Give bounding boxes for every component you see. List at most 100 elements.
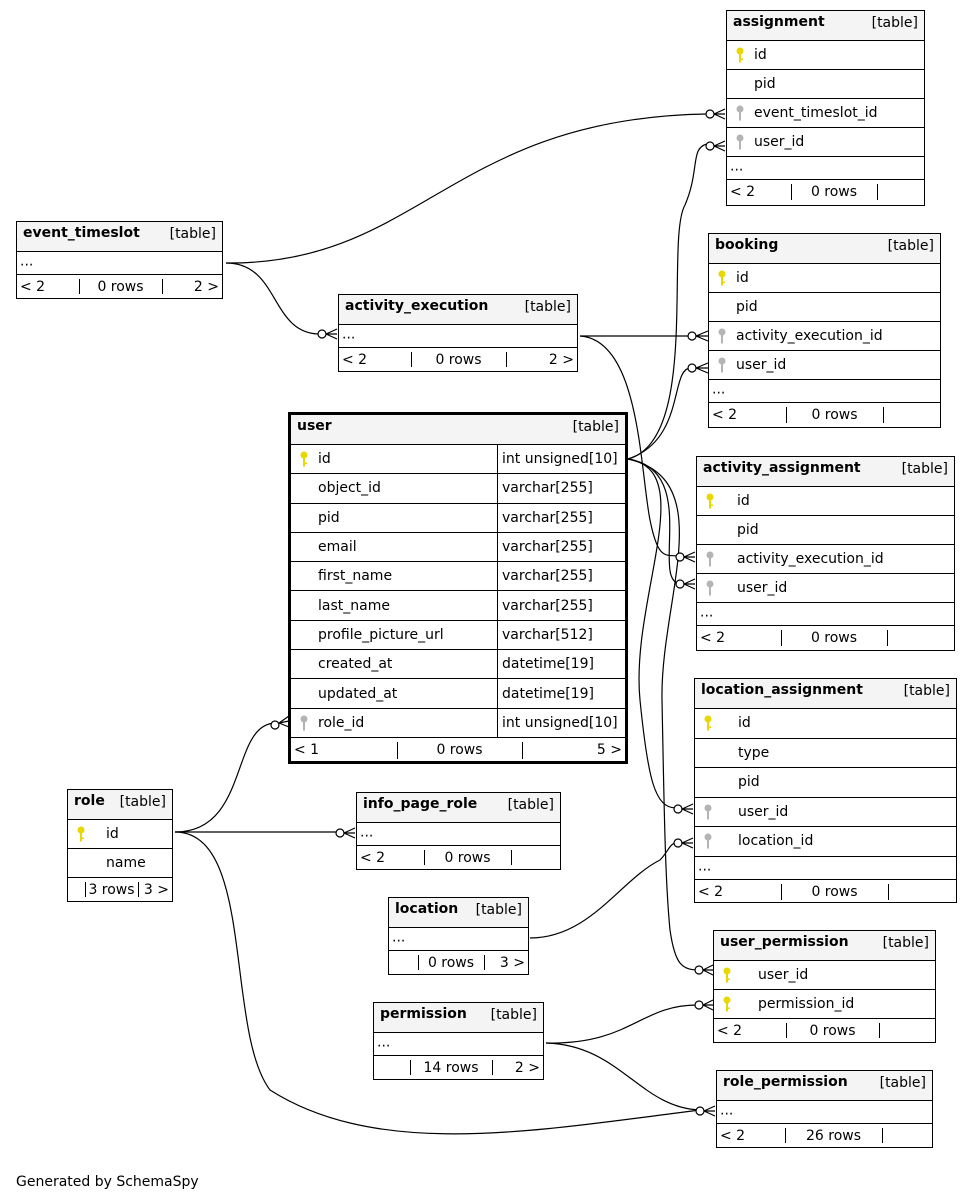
column-row[interactable]: user_id xyxy=(709,351,940,380)
table-activity-assignment[interactable]: activity_assignment [table] id pid activ… xyxy=(696,456,955,651)
table-name: role xyxy=(74,793,105,809)
more-columns-row[interactable]: ... xyxy=(717,1101,932,1124)
column-row[interactable]: email varchar[255] xyxy=(291,532,625,563)
column-row[interactable]: id xyxy=(709,264,940,293)
next-link[interactable] xyxy=(888,880,956,904)
crow-foot-lines xyxy=(325,328,338,340)
next-link[interactable] xyxy=(511,846,560,869)
prev-link[interactable] xyxy=(374,1056,413,1079)
table-name: activity_execution xyxy=(345,298,489,314)
table-type-label: [table] xyxy=(490,1007,537,1023)
column-row[interactable]: activity_execution_id xyxy=(697,545,954,574)
prev-link[interactable]: < 2 xyxy=(20,278,46,295)
next-link[interactable]: 2 > xyxy=(514,1059,540,1076)
table-type-label: [table] xyxy=(507,797,554,813)
next-link[interactable]: 2 > xyxy=(548,351,574,368)
table-type-label: [table] xyxy=(903,683,950,699)
next-link[interactable] xyxy=(879,1019,935,1042)
crow-foot-lines xyxy=(702,964,714,976)
ellipsis: ... xyxy=(342,326,356,343)
edge-user-assignment xyxy=(627,143,708,460)
next-link[interactable] xyxy=(883,403,940,427)
column-row[interactable]: type xyxy=(695,739,956,768)
edge-permission-user-permission xyxy=(545,1004,698,1044)
prev-link[interactable]: < 2 xyxy=(730,184,756,200)
column-row[interactable]: pid xyxy=(727,70,924,99)
column-row[interactable]: role_id int unsigned[10] xyxy=(291,708,625,738)
table-role-permission[interactable]: role_permission [table] ... < 2 26 rows xyxy=(716,1070,933,1148)
table-role[interactable]: role [table] id name 3 rows 3 > xyxy=(67,789,173,902)
table-type-label: [table] xyxy=(887,238,934,254)
next-link[interactable] xyxy=(882,1124,932,1147)
column-row[interactable]: location_id xyxy=(695,827,956,857)
table-user-permission[interactable]: user_permission [table] user_id permissi… xyxy=(713,930,936,1043)
table-permission[interactable]: permission [table] ... 14 rows 2 > xyxy=(373,1002,544,1080)
table-event-timeslot[interactable]: event_timeslot [table] ... < 2 0 rows 2 … xyxy=(16,221,223,299)
more-columns-row[interactable]: ... xyxy=(695,857,956,880)
table-info-page-role[interactable]: info_page_role [table] ... < 2 0 rows xyxy=(356,792,561,870)
next-link[interactable]: 3 > xyxy=(143,881,169,898)
more-columns-row[interactable]: ... xyxy=(17,252,222,275)
prev-link[interactable]: < 2 xyxy=(698,883,724,900)
table-assignment[interactable]: assignment [table] id pid event_timeslot… xyxy=(726,10,925,206)
primary-key-icon xyxy=(735,47,745,64)
column-row[interactable]: pid xyxy=(697,516,954,545)
next-link[interactable]: 3 > xyxy=(499,954,525,971)
table-type-label: [table] xyxy=(901,461,948,477)
crow-foot-circle xyxy=(694,965,704,975)
column-row[interactable]: pid xyxy=(695,768,956,798)
more-columns-row[interactable]: ... xyxy=(709,380,940,403)
column-row[interactable]: first_name varchar[255] xyxy=(291,562,625,592)
table-user[interactable]: user [table] id int unsigned[10] object_… xyxy=(288,412,628,764)
next-link[interactable] xyxy=(887,626,954,650)
column-row[interactable]: id xyxy=(68,820,172,849)
column-row[interactable]: user_id xyxy=(727,128,924,157)
table-location-assignment[interactable]: location_assignment [table] id type pid … xyxy=(694,678,957,903)
column-row[interactable]: id xyxy=(695,709,956,739)
column-row[interactable]: created_at datetime[19] xyxy=(291,650,625,680)
column-row[interactable]: last_name varchar[255] xyxy=(291,591,625,621)
crow-foot-circle xyxy=(270,720,280,730)
column-row[interactable]: pid xyxy=(709,293,940,322)
column-row[interactable]: user_id xyxy=(714,961,935,990)
prev-link[interactable]: < 2 xyxy=(712,407,738,423)
column-row[interactable]: user_id xyxy=(697,574,954,603)
column-row[interactable]: object_id varchar[255] xyxy=(291,474,625,504)
next-link[interactable] xyxy=(877,180,924,204)
table-activity-execution[interactable]: activity_execution [table] ... < 2 0 row… xyxy=(338,294,578,372)
prev-link[interactable] xyxy=(389,951,421,974)
column-row[interactable]: pid varchar[255] xyxy=(291,503,625,533)
column-row[interactable]: id xyxy=(697,487,954,516)
column-row[interactable]: updated_at datetime[19] xyxy=(291,679,625,709)
column-row[interactable]: user_id xyxy=(695,798,956,827)
primary-key-icon xyxy=(722,967,732,984)
row-count: 0 rows xyxy=(97,278,144,295)
foreign-key-icon xyxy=(703,803,713,820)
table-booking[interactable]: booking [table] id pid activity_executio… xyxy=(708,233,941,428)
next-link[interactable]: 5 > xyxy=(596,742,622,759)
next-link[interactable]: 2 > xyxy=(193,278,219,295)
prev-link[interactable]: < 2 xyxy=(342,351,368,368)
table-name: info_page_role xyxy=(363,796,478,812)
column-row[interactable]: permission_id xyxy=(714,990,935,1019)
more-columns-row[interactable]: ... xyxy=(339,325,577,348)
prev-link[interactable]: < 2 xyxy=(717,1022,743,1039)
table-location[interactable]: location [table] ... 0 rows 3 > xyxy=(388,897,529,975)
more-columns-row[interactable]: ... xyxy=(697,603,954,626)
primary-key-icon xyxy=(722,996,732,1013)
column-row[interactable]: name xyxy=(68,849,172,878)
more-columns-row[interactable]: ... xyxy=(389,928,528,951)
prev-link[interactable]: < 1 xyxy=(294,742,320,759)
column-row[interactable]: event_timeslot_id xyxy=(727,99,924,128)
more-columns-row[interactable]: ... xyxy=(357,823,560,846)
column-row[interactable]: id int unsigned[10] xyxy=(291,445,625,475)
prev-link[interactable]: < 2 xyxy=(700,630,726,646)
prev-link[interactable]: < 2 xyxy=(720,1127,746,1144)
column-row[interactable]: id xyxy=(727,41,924,70)
more-columns-row[interactable]: ... xyxy=(374,1033,543,1056)
column-row[interactable]: profile_picture_url varchar[512] xyxy=(291,620,625,651)
prev-link[interactable]: < 2 xyxy=(360,849,386,866)
more-columns-row[interactable]: ... xyxy=(727,157,924,180)
column-row[interactable]: activity_execution_id xyxy=(709,322,940,351)
